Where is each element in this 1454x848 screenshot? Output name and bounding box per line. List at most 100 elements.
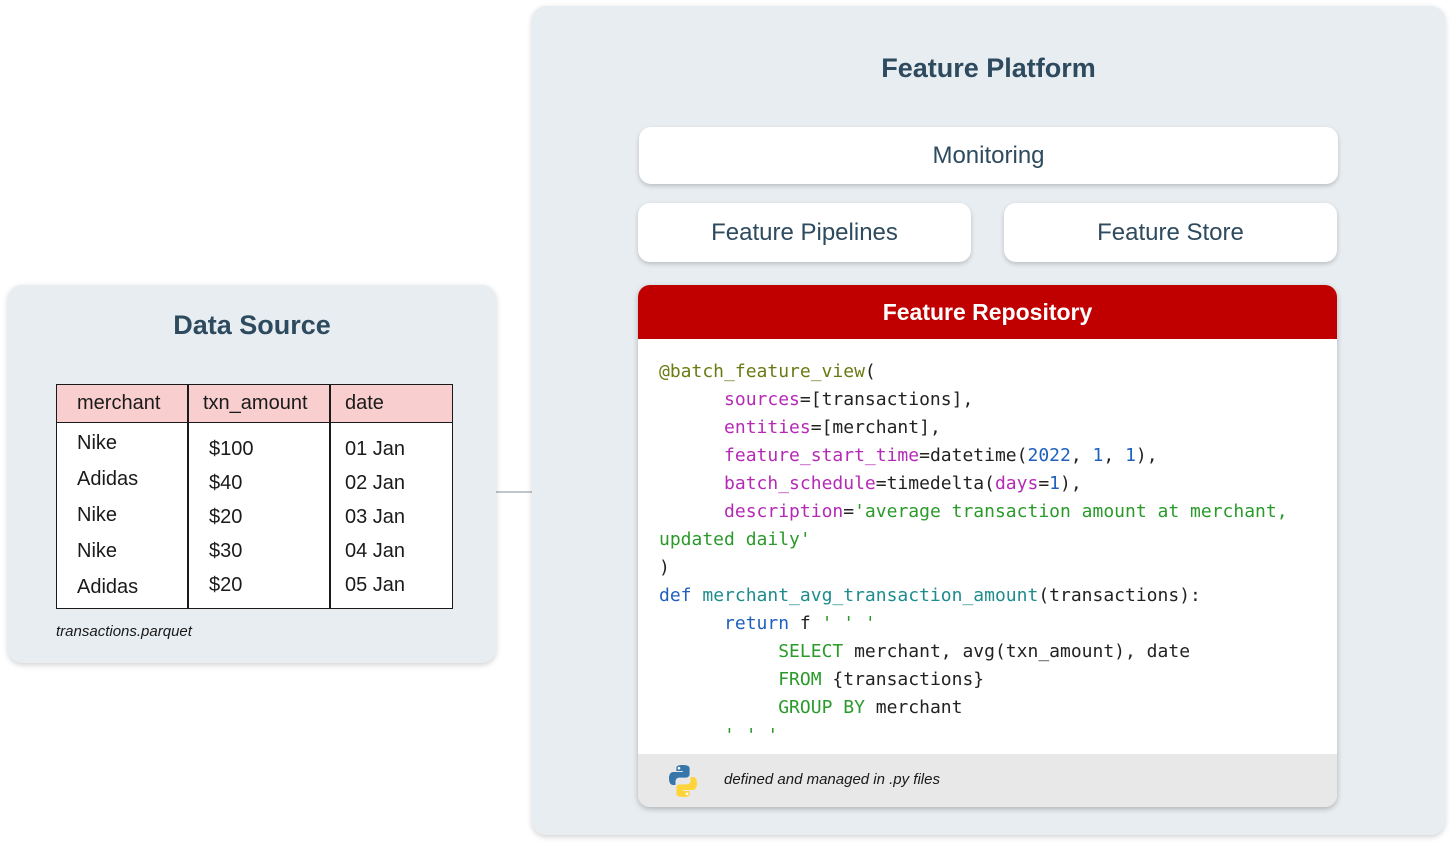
table-cell: Nike (77, 504, 118, 526)
code-token: = (1038, 473, 1050, 494)
data-source-panel: Data Source merchant txn_amount date Nik… (8, 285, 496, 663)
code-line: GROUP BY merchant (659, 694, 1327, 722)
monitoring-box: Monitoring (639, 127, 1338, 184)
code-line: updated daily' (659, 526, 1327, 554)
code-token: GROUP BY (778, 697, 865, 718)
table-cell: 04 Jan (345, 540, 406, 562)
code-token: =datetime( (919, 445, 1028, 466)
data-source-title: Data Source (173, 310, 331, 340)
code-token: f (789, 613, 822, 634)
table-cell: 02 Jan (345, 472, 406, 494)
code-token (659, 613, 724, 634)
code-token: 1 (1092, 445, 1104, 466)
code-token: def (659, 585, 703, 606)
table-cell: Adidas (77, 468, 139, 490)
code-token: ), (1135, 445, 1158, 466)
code-token: merchant (864, 697, 963, 718)
code-token: , (1070, 445, 1093, 466)
code-line: ' ' ' (659, 722, 1327, 736)
code-token (659, 669, 778, 690)
table-cell: 01 Jan (345, 438, 406, 460)
table-cell: $40 (209, 472, 243, 494)
table-cell: 03 Jan (345, 506, 406, 528)
source-file-caption: transactions.parquet (56, 623, 192, 640)
feature-store-box: Feature Store (1004, 203, 1337, 262)
code-token (659, 389, 724, 410)
code-token: ), (1060, 473, 1082, 494)
code-token: =[transactions], (799, 389, 974, 410)
code-token: 'average transaction amount at merchant, (854, 501, 1288, 522)
code-snippet: @batch_feature_view( sources=[transactio… (659, 358, 1327, 736)
feature-repository-box: Feature Repository @batch_feature_view( … (638, 285, 1337, 807)
code-line: description='average transaction amount … (659, 498, 1327, 526)
table-cell: Nike (77, 432, 118, 454)
code-token (659, 473, 724, 494)
code-token: description (724, 501, 844, 522)
python-logo-icon (669, 765, 697, 797)
column-divider (329, 385, 331, 608)
column-header-date: date (345, 392, 384, 414)
code-token: (transactions): (1038, 585, 1201, 606)
code-token: batch_schedule (724, 473, 876, 494)
code-token: return (724, 613, 790, 634)
code-token: = (843, 501, 855, 522)
code-token: ) (659, 557, 670, 578)
code-token (659, 641, 778, 662)
code-token: entities (724, 417, 811, 438)
column-header-txn-amount: txn_amount (203, 392, 308, 414)
code-token (659, 697, 778, 718)
table-cell: $20 (209, 506, 243, 528)
code-token: SELECT (778, 641, 844, 662)
code-token: ' ' ' (724, 725, 779, 736)
table-cell: 05 Jan (345, 574, 406, 596)
repository-footer-text: defined and managed in .py files (724, 771, 940, 788)
code-line: feature_start_time=datetime(2022, 1, 1), (659, 442, 1327, 470)
code-token (659, 725, 724, 736)
code-token: =timedelta( (875, 473, 995, 494)
transactions-table: merchant txn_amount date Nike Adidas Nik… (56, 384, 453, 609)
code-token (659, 501, 724, 522)
column-divider (187, 385, 189, 608)
feature-pipelines-box: Feature Pipelines (638, 203, 971, 262)
column-header-merchant: merchant (77, 392, 161, 414)
code-line: batch_schedule=timedelta(days=1), (659, 470, 1327, 498)
code-token: sources (724, 389, 800, 410)
code-token (659, 445, 724, 466)
code-token: 1 (1125, 445, 1136, 466)
feature-store-label: Feature Store (1097, 218, 1244, 246)
code-token: =[merchant], (810, 417, 941, 438)
code-line: return f ' ' ' (659, 610, 1327, 638)
code-token: 1 (1049, 473, 1061, 494)
table-cell: $100 (209, 438, 254, 460)
code-token: feature_start_time (724, 445, 920, 466)
code-line: @batch_feature_view( (659, 358, 1327, 386)
code-token: ( (864, 361, 876, 382)
repository-footer: defined and managed in .py files (638, 754, 1337, 807)
feature-repository-header: Feature Repository (638, 285, 1337, 339)
code-line: entities=[merchant], (659, 414, 1327, 442)
table-cell: Adidas (77, 576, 139, 598)
code-line: FROM {transactions} (659, 666, 1327, 694)
code-line: ) (659, 554, 1327, 582)
feature-repository-title: Feature Repository (882, 298, 1093, 325)
monitoring-label: Monitoring (932, 141, 1045, 169)
code-token: FROM (778, 669, 822, 690)
table-cell: $20 (209, 574, 243, 596)
code-token: updated daily' (659, 529, 811, 550)
code-line: SELECT merchant, avg(txn_amount), date (659, 638, 1327, 666)
code-token: @batch_feature_view (659, 361, 865, 382)
table-cell: Nike (77, 540, 118, 562)
code-line: def merchant_avg_transaction_amount(tran… (659, 582, 1327, 610)
code-token: 2022 (1027, 445, 1071, 466)
code-token: merchant, avg(txn_amount), date (843, 641, 1191, 662)
table-header (57, 385, 452, 423)
code-token (659, 417, 724, 438)
code-token: , (1103, 445, 1126, 466)
code-token: {transactions} (821, 669, 985, 690)
feature-platform-title: Feature Platform (881, 53, 1096, 83)
table-cell: $30 (209, 540, 243, 562)
code-line: sources=[transactions], (659, 386, 1327, 414)
code-token: merchant_avg_transaction_amount (702, 585, 1039, 606)
code-token: days (994, 473, 1039, 494)
